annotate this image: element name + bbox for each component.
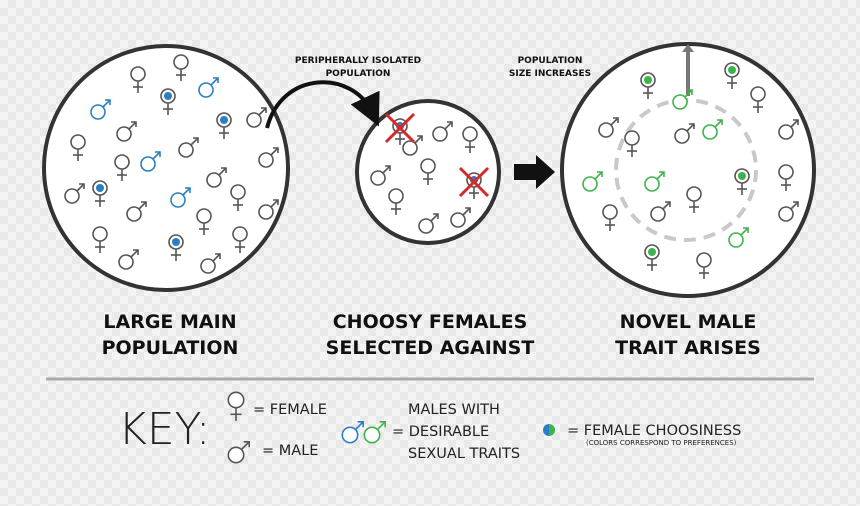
male-icon	[778, 201, 799, 222]
female-icon	[130, 66, 146, 93]
choosy-female-icon	[168, 234, 184, 261]
choosy-female-icon	[92, 180, 108, 207]
male-icon	[650, 201, 671, 222]
increase-annotation-line2: SIZE INCREASES	[509, 69, 591, 79]
key-male-text: = MALE	[262, 443, 318, 459]
trait-male-icon	[341, 420, 365, 444]
key-traits-line2: = DESIRABLE	[392, 424, 489, 440]
key-female-text: = FEMALE	[253, 402, 327, 418]
trait-male-icon	[728, 227, 749, 248]
cross-icon	[384, 112, 416, 144]
trait-male-icon	[363, 420, 387, 444]
female-icon	[114, 154, 130, 181]
male-icon	[246, 107, 267, 128]
right-arrow-icon	[514, 155, 555, 189]
female-icon	[624, 130, 640, 157]
panel2-title-line2: SELECTED AGAINST	[326, 337, 535, 359]
choosy-female-icon	[734, 168, 750, 195]
male-icon	[118, 249, 139, 270]
male-icon	[126, 201, 147, 222]
choosy-female-icon	[640, 72, 656, 99]
choosy-female-icon	[724, 62, 740, 89]
isolated-annotation-line2: POPULATION	[326, 69, 391, 79]
male-icon	[258, 147, 279, 168]
isolated-population-symbols	[370, 112, 490, 234]
trait-male-icon	[702, 119, 723, 140]
choosy-female-icon	[644, 244, 660, 271]
key-label: KEY:	[118, 404, 211, 455]
panel3-title-line2: TRAIT ARISES	[615, 337, 761, 359]
female-icon	[232, 226, 248, 253]
female-icon	[230, 184, 246, 211]
cross-icon	[458, 166, 490, 198]
male-icon	[200, 253, 221, 274]
trait-male-icon	[198, 77, 219, 98]
isolated-annotation-line1: PERIPHERALLY ISOLATED	[295, 56, 421, 66]
main-population-circle	[42, 44, 290, 292]
male-icon	[402, 135, 423, 156]
choosiness-dot-icon	[543, 424, 555, 436]
male-icon	[178, 137, 199, 158]
male-icon	[206, 167, 227, 188]
curved-arrow-icon	[265, 80, 380, 129]
male-icon	[450, 207, 471, 228]
panel1-title-line1: LARGE MAIN	[103, 311, 236, 333]
key-traits-line3: SEXUAL TRAITS	[408, 446, 520, 462]
female-icon	[686, 186, 702, 213]
female-icon	[173, 54, 189, 81]
male-icon	[227, 440, 250, 464]
key-choosiness-note: (COLORS CORRESPOND TO PREFERENCES)	[586, 439, 737, 447]
trait-male-icon	[644, 171, 665, 192]
increase-annotation-line1: POPULATION	[518, 56, 583, 66]
female-icon	[388, 188, 404, 215]
trait-male-icon	[582, 171, 603, 192]
panel1-title-line2: POPULATION	[102, 337, 239, 359]
male-icon	[674, 123, 695, 144]
trait-male-icon	[672, 89, 693, 110]
panel2-title-line1: CHOOSY FEMALES	[333, 311, 528, 333]
trait-male-icon	[90, 99, 111, 120]
male-icon	[598, 117, 619, 138]
male-icon	[418, 213, 439, 234]
female-icon	[196, 208, 212, 235]
key-choosiness-text: = FEMALE CHOOSINESS	[567, 423, 741, 439]
choosy-female-icon	[160, 88, 176, 115]
female-icon	[778, 164, 794, 191]
male-icon	[778, 119, 799, 140]
novel-population-symbols	[582, 62, 799, 279]
choosy-female-icon	[216, 112, 232, 139]
key-traits-line1: MALES WITH	[408, 402, 500, 418]
female-icon	[696, 252, 712, 279]
female-icon	[227, 391, 245, 421]
female-icon	[70, 134, 86, 161]
growth-arrowhead-icon	[682, 44, 694, 52]
male-icon	[64, 183, 85, 204]
male-icon	[258, 199, 279, 220]
female-icon	[420, 158, 436, 185]
male-icon	[116, 121, 137, 142]
main-population-symbols	[64, 54, 279, 274]
female-icon	[602, 204, 618, 231]
trait-male-icon	[170, 187, 191, 208]
trait-male-icon	[140, 151, 161, 172]
panel3-title-line1: NOVEL MALE	[620, 311, 757, 333]
female-icon	[92, 226, 108, 253]
male-icon	[432, 121, 453, 142]
female-icon	[462, 126, 478, 153]
male-icon	[370, 165, 391, 186]
female-icon	[750, 86, 766, 113]
key-symbols	[227, 391, 555, 464]
